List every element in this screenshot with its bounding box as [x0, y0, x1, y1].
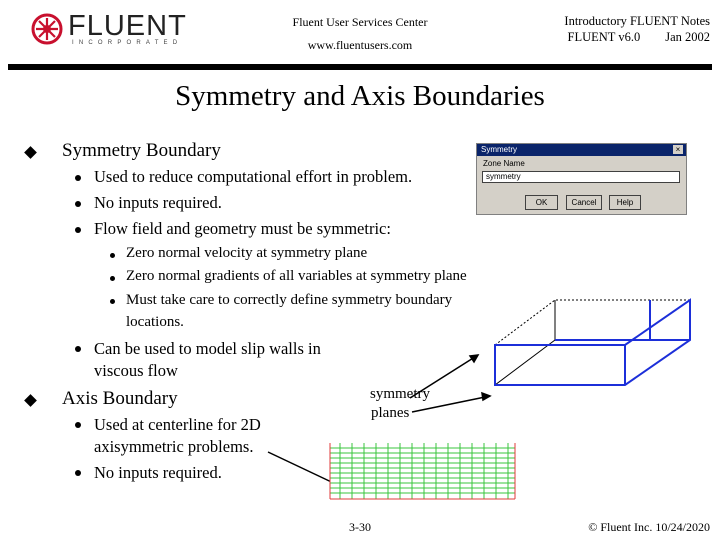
- bullet-dot-icon: [75, 175, 81, 181]
- dialog-titlebar: Symmetry ×: [477, 144, 686, 156]
- bullet-dot-icon: [75, 346, 81, 352]
- page-number: 3-30: [349, 520, 371, 534]
- header-divider: [8, 64, 712, 70]
- logo-subtext: INCORPORATED: [72, 40, 183, 46]
- help-button[interactable]: Help: [609, 195, 641, 210]
- zone-name-input[interactable]: symmetry: [482, 171, 680, 183]
- logo-wordmark: FLUENT: [68, 10, 187, 42]
- header-right-version: FLUENT v6.0 Jan 2002: [567, 30, 710, 44]
- bullet-dot-icon: [75, 422, 81, 428]
- symmetry-subitem-3-cont: locations.: [126, 314, 184, 330]
- axisymmetric-mesh: [329, 443, 516, 500]
- bullet-dot-icon: [110, 299, 115, 304]
- symmetry-subitem-3: Must take care to correctly define symme…: [126, 292, 453, 308]
- symmetry-item-3: Flow field and geometry must be symmetri…: [94, 219, 391, 238]
- fluent-logo: [31, 13, 63, 45]
- close-icon[interactable]: ×: [673, 145, 683, 154]
- box-wireframe: [494, 299, 691, 386]
- dialog-title: Symmetry: [481, 145, 517, 154]
- axis-item-1-line1: Used at centerline for 2D: [94, 415, 261, 434]
- ok-button[interactable]: OK: [525, 195, 558, 210]
- zone-name-label: Zone Name: [483, 159, 525, 168]
- symmetry-dialog: Symmetry × Zone Name symmetry OK Cancel …: [476, 143, 687, 215]
- bullet-dot-icon: [75, 470, 81, 476]
- bullet-dot-icon: [75, 227, 81, 233]
- symmetry-subitem-1: Zero normal velocity at symmetry plane: [126, 245, 368, 261]
- header-center-org: Fluent User Services Center: [292, 15, 428, 29]
- header-center-url[interactable]: www.fluentusers.com: [307, 38, 413, 52]
- axis-item-1-line2: axisymmetric problems.: [94, 437, 254, 456]
- copyright-notice: © Fluent Inc. 10/24/2020: [588, 520, 710, 534]
- symmetry-slip-line1: Can be used to model slip walls in: [94, 339, 321, 358]
- annotation-line1: symmetry: [370, 386, 430, 402]
- bullet-dot-icon: [75, 201, 81, 207]
- symmetry-item-2: No inputs required.: [94, 193, 222, 212]
- axis-item-2: No inputs required.: [94, 463, 222, 482]
- bullet-dot-icon: [110, 253, 115, 258]
- slide-title: Symmetry and Axis Boundaries: [175, 80, 545, 112]
- symmetry-planes: [494, 298, 691, 386]
- axis-heading: Axis Boundary: [62, 388, 178, 409]
- symmetry-item-1: Used to reduce computational effort in p…: [94, 167, 413, 186]
- symmetry-slip-line2: viscous flow: [94, 361, 178, 380]
- symmetry-heading: Symmetry Boundary: [62, 140, 221, 161]
- logo-mark-icon: [31, 13, 63, 45]
- symmetry-subitem-2: Zero normal gradients of all variables a…: [126, 268, 467, 284]
- cancel-button[interactable]: Cancel: [566, 195, 602, 210]
- header-right-course: Introductory FLUENT Notes: [564, 14, 710, 28]
- bullet-dot-icon: [110, 276, 115, 281]
- annotation-line2: planes: [371, 405, 410, 421]
